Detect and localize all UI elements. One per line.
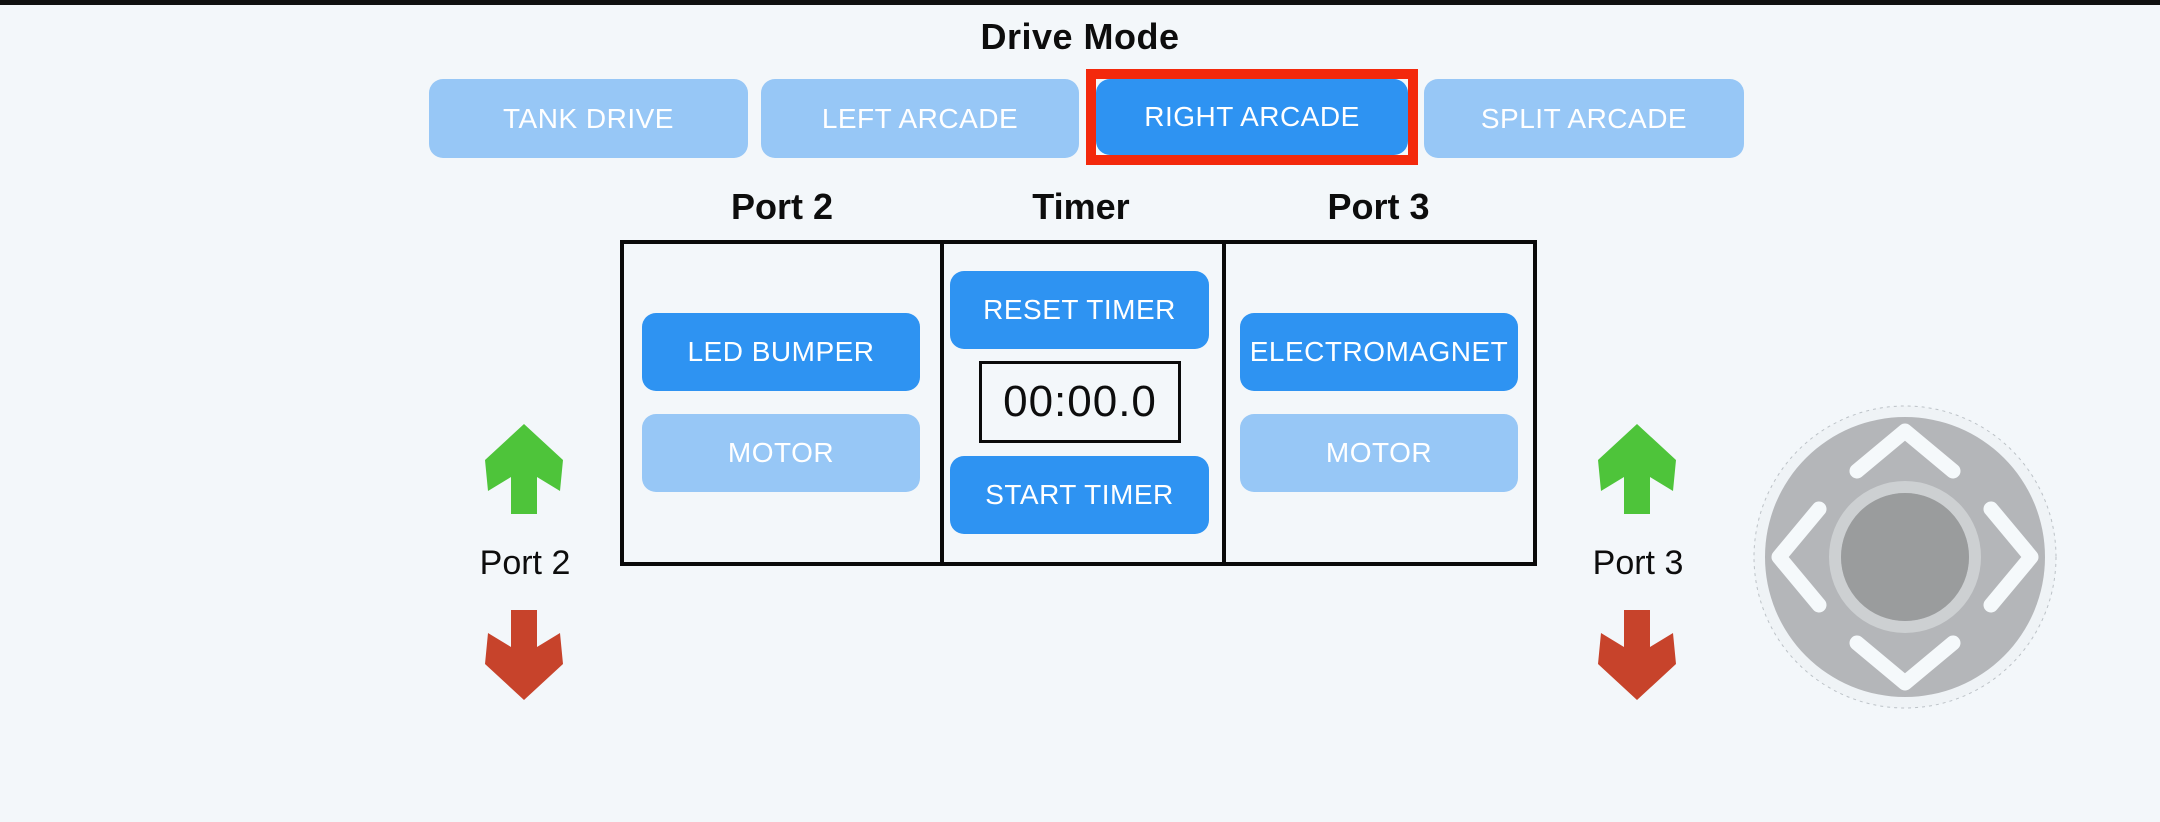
port2-motor-button[interactable]: MOTOR: [642, 414, 920, 492]
start-timer-button[interactable]: START TIMER: [950, 456, 1209, 534]
port2-column-header: Port 2: [730, 186, 834, 227]
panel-divider-right: [1222, 240, 1226, 566]
left-arcade-button[interactable]: LEFT ARCADE: [761, 79, 1079, 158]
right-arcade-button[interactable]: RIGHT ARCADE: [1096, 79, 1408, 155]
joystick-right-chevron-icon: [1983, 501, 2039, 613]
tank-drive-button[interactable]: TANK DRIVE: [429, 79, 748, 158]
panel-divider-left: [940, 240, 944, 566]
electromagnet-button[interactable]: ELECTROMAGNET: [1240, 313, 1518, 391]
port2-up-arrow-icon: [485, 424, 563, 514]
port3-column-header: Port 3: [1327, 186, 1430, 227]
port3-up-arrow-icon: [1598, 424, 1676, 514]
top-border-line: [0, 0, 2160, 5]
timer-display: 00:00.0: [979, 361, 1181, 443]
led-bumper-button[interactable]: LED BUMPER: [642, 313, 920, 391]
page-title: Drive Mode: [980, 16, 1180, 57]
port3-motor-button[interactable]: MOTOR: [1240, 414, 1518, 492]
joystick[interactable]: [1753, 405, 2057, 709]
joystick-knob-ring: [1829, 481, 1981, 633]
joystick-knob[interactable]: [1841, 493, 1969, 621]
split-arcade-button[interactable]: SPLIT ARCADE: [1424, 79, 1744, 158]
port2-down-arrow-icon: [485, 610, 563, 700]
joystick-down-chevron-icon: [1849, 635, 1961, 691]
reset-timer-button[interactable]: RESET TIMER: [950, 271, 1209, 349]
port3-down-arrow-icon: [1598, 610, 1676, 700]
timer-column-header: Timer: [1032, 186, 1130, 227]
control-panel-frame: [620, 240, 1537, 566]
joystick-up-chevron-icon: [1849, 423, 1961, 479]
port3-indicator-label: Port 3: [1592, 544, 1684, 582]
port2-indicator-label: Port 2: [479, 544, 571, 582]
joystick-left-chevron-icon: [1771, 501, 1827, 613]
selection-highlight-frame: RIGHT ARCADE: [1086, 69, 1418, 165]
